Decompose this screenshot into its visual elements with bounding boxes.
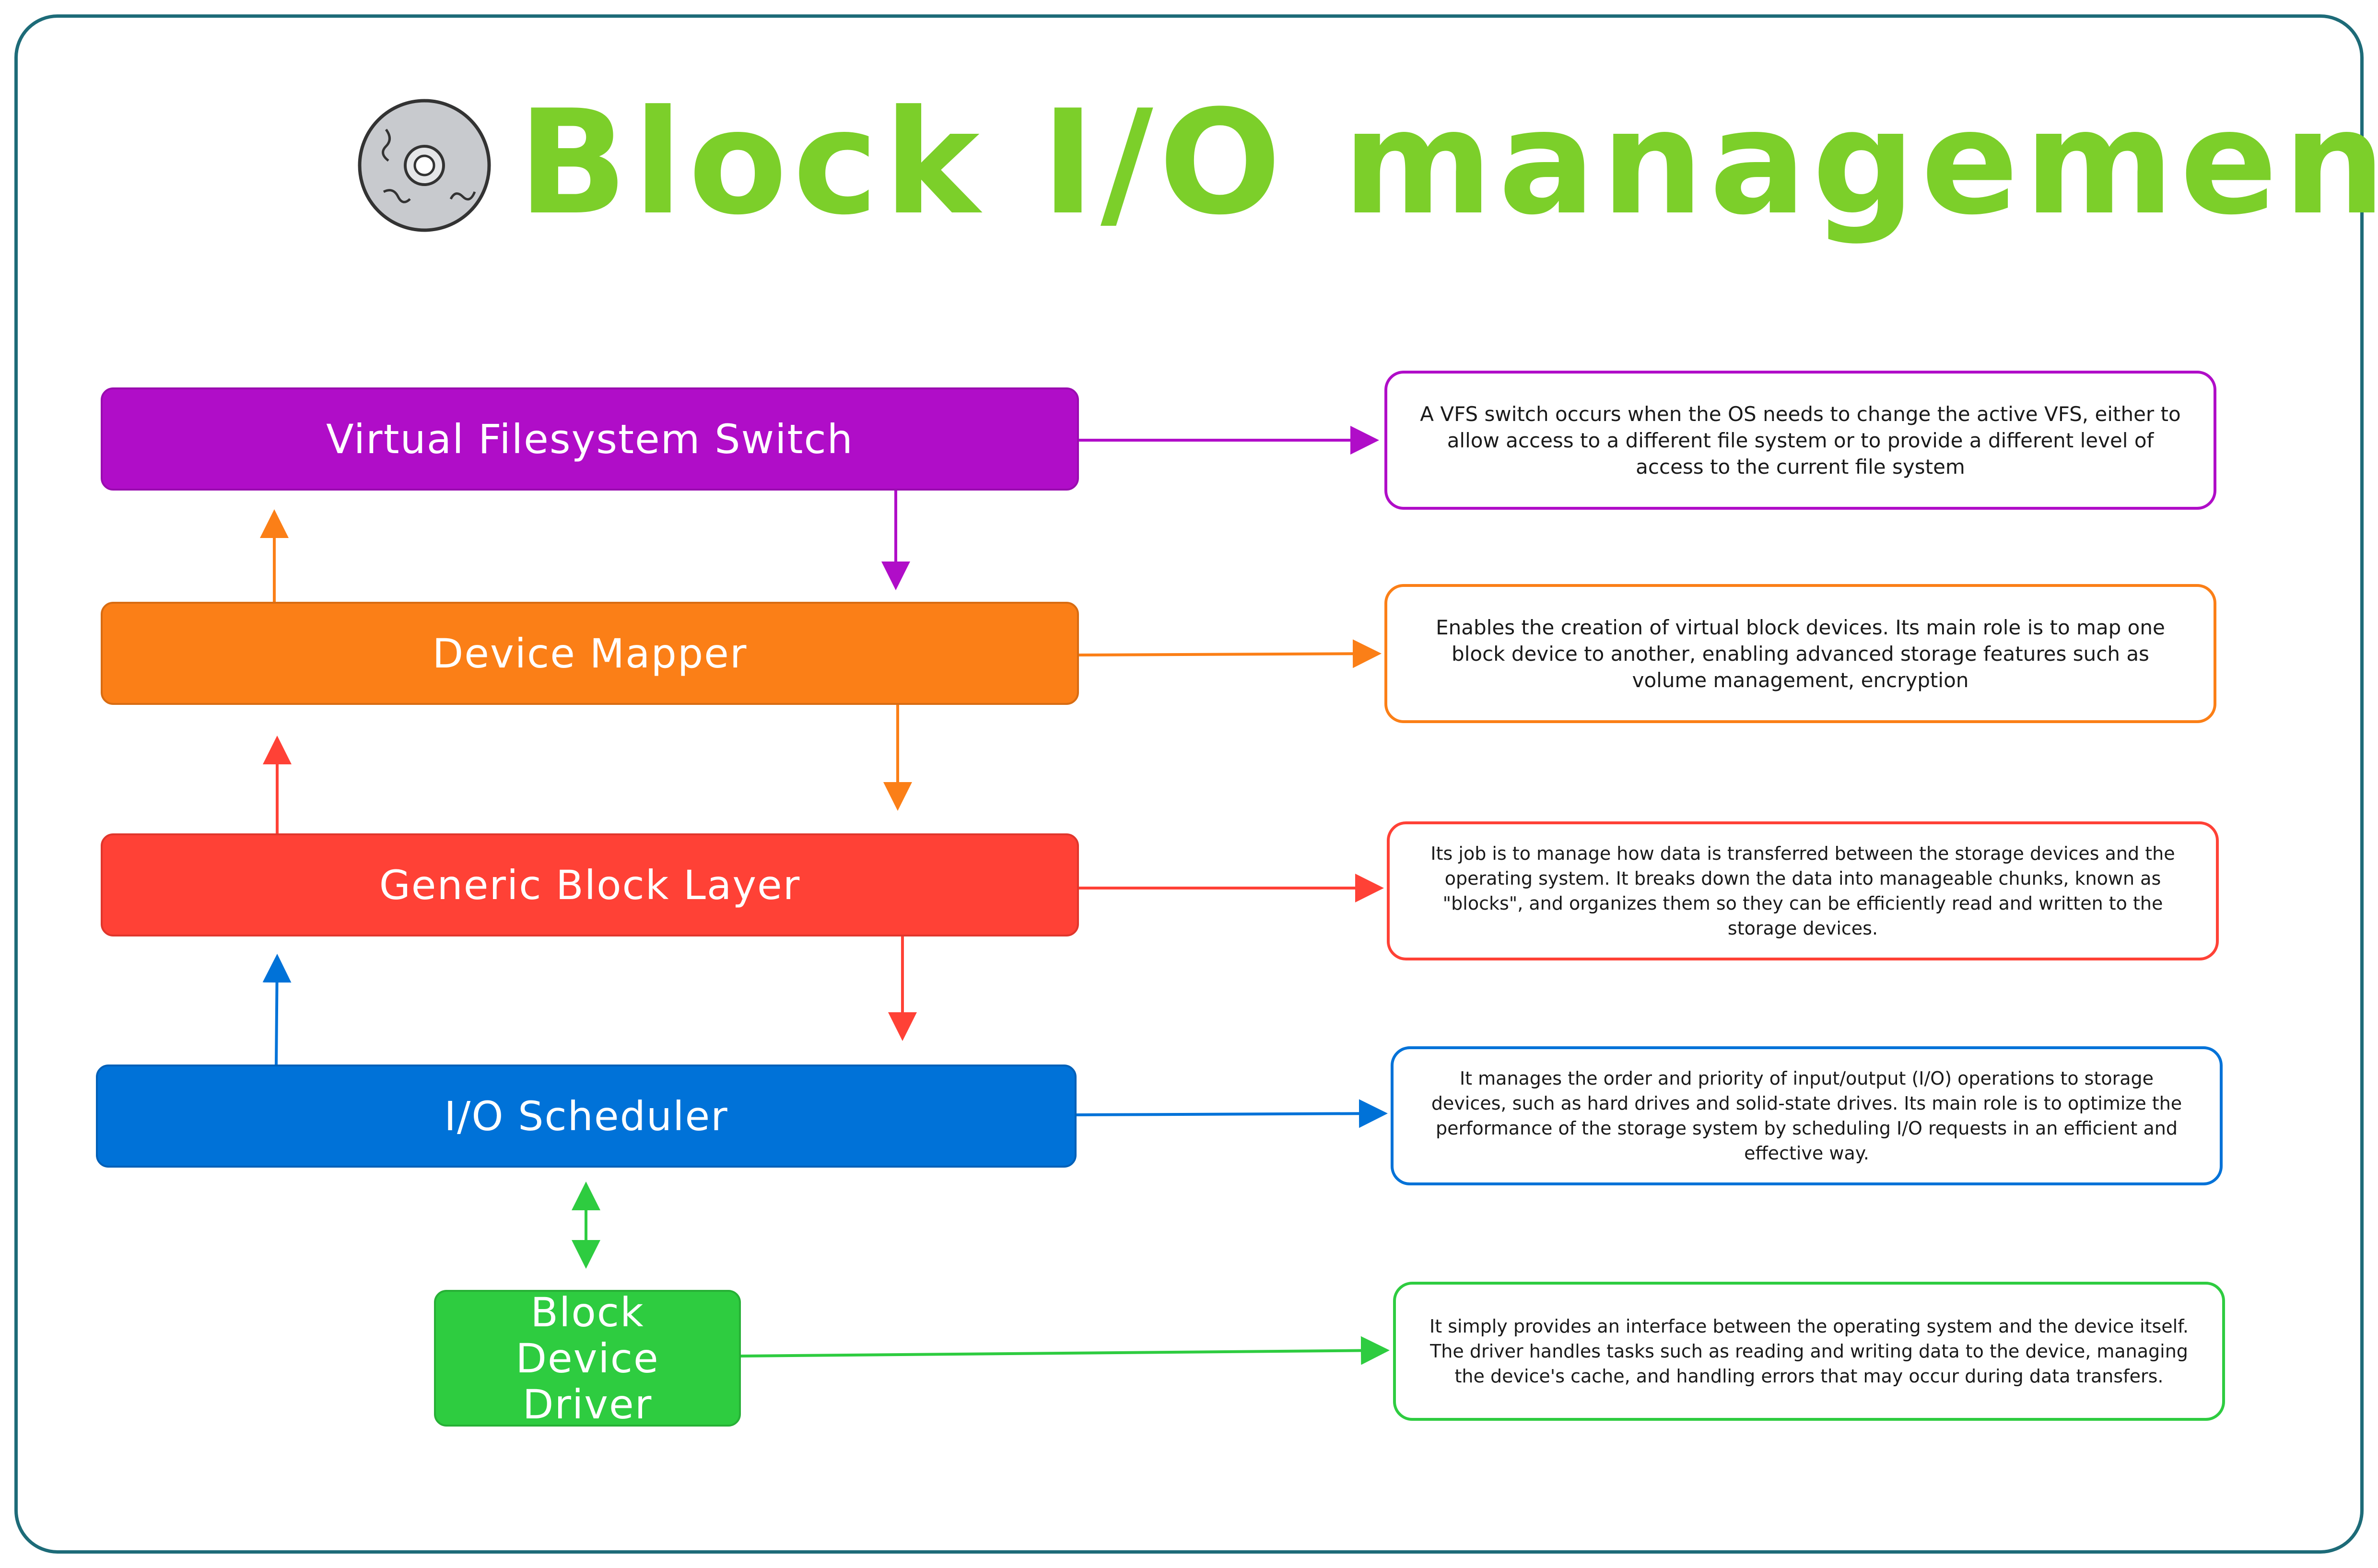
layer-vfs[interactable]: Virtual Filesystem Switch — [101, 387, 1079, 491]
description-vfs-text: A VFS switch occurs when the OS needs to… — [1420, 402, 2181, 479]
disk-icon — [358, 99, 491, 232]
arrow-io-scheduler-up — [262, 954, 292, 1065]
description-block-driver-text: It simply provides an interface between … — [1429, 1316, 2189, 1387]
layer-device-mapper[interactable]: Device Mapper — [101, 602, 1079, 705]
layer-block-driver[interactable]: Block Device Driver — [434, 1288, 741, 1428]
layer-io-scheduler[interactable]: I/O Scheduler — [96, 1065, 1077, 1168]
description-device-mapper-text: Enables the creation of virtual block de… — [1436, 615, 2165, 692]
layer-device-mapper-label: Device Mapper — [432, 630, 748, 677]
arrow-block-driver-to-description — [740, 1336, 1390, 1365]
description-device-mapper: Enables the creation of virtual block de… — [1384, 584, 2216, 723]
layer-generic-block-label: Generic Block Layer — [379, 861, 801, 909]
description-block-driver: It simply provides an interface between … — [1393, 1282, 2225, 1421]
layer-vfs-label: Virtual Filesystem Switch — [326, 415, 854, 463]
description-generic-block: Its job is to manage how data is transfe… — [1387, 821, 2219, 960]
arrow-io-scheduler-to-description — [1076, 1099, 1388, 1128]
description-io-scheduler-text: It manages the order and priority of inp… — [1431, 1068, 2182, 1164]
layer-block-driver-label: Block Device Driver — [515, 1288, 659, 1428]
layer-io-scheduler-label: I/O Scheduler — [444, 1092, 728, 1140]
description-generic-block-text: Its job is to manage how data is transfe… — [1430, 843, 2175, 939]
layer-generic-block[interactable]: Generic Block Layer — [101, 833, 1079, 936]
arrow-device-mapper-to-description — [1078, 639, 1382, 668]
description-io-scheduler: It manages the order and priority of inp… — [1391, 1046, 2223, 1185]
description-vfs: A VFS switch occurs when the OS needs to… — [1384, 371, 2216, 510]
